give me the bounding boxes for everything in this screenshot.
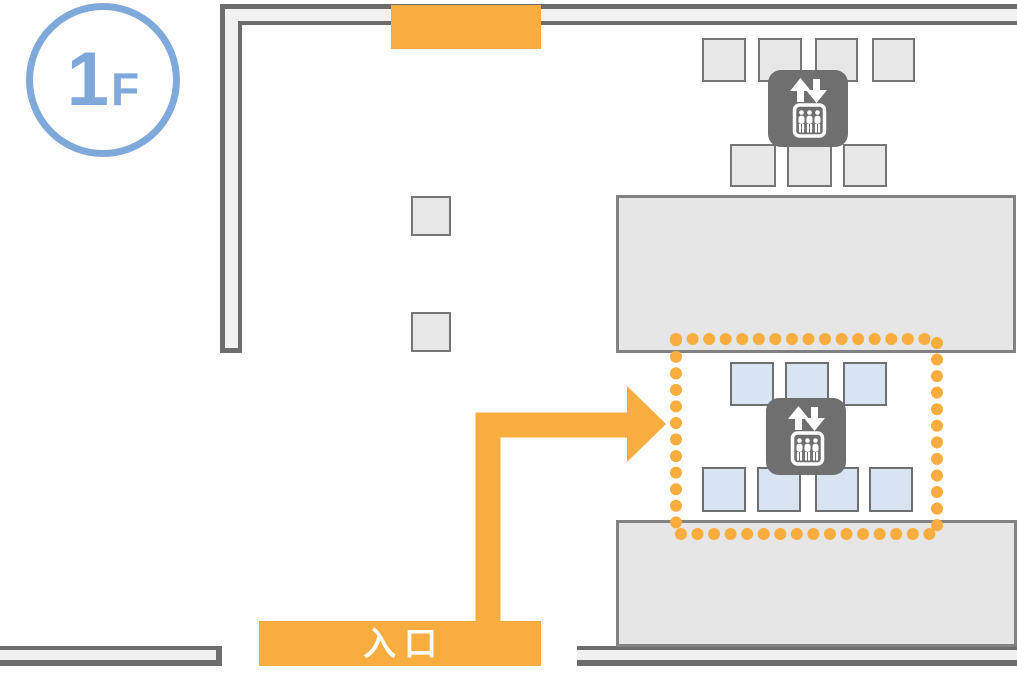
top-landmark-block: [391, 5, 541, 49]
elevator-icon: [766, 398, 846, 475]
fixture-marker: [411, 312, 451, 352]
floor-suffix: F: [111, 63, 140, 115]
fixture-marker: [411, 196, 451, 236]
wall-bottom-right: [577, 646, 1017, 666]
block-lower-right: [616, 520, 1017, 647]
fixture-marker: [702, 38, 746, 82]
fixture-marker: [787, 144, 832, 187]
fixture-marker: [730, 144, 776, 187]
elevator-icon: [768, 70, 848, 147]
highlight-fixture-marker: [869, 467, 913, 512]
floor-badge: 1 F: [26, 3, 180, 157]
entrance-label: 入口: [363, 625, 445, 662]
floor-number: 1: [66, 37, 110, 122]
highlight-fixture-marker: [843, 362, 887, 406]
fixture-marker: [872, 38, 915, 82]
entrance-banner: 入口: [259, 621, 541, 666]
wall-bottom-left: [0, 646, 222, 666]
fixture-marker: [843, 144, 887, 187]
highlight-fixture-marker: [702, 467, 746, 512]
highlight-fixture-marker: [730, 362, 774, 406]
block-upper-right: [616, 195, 1016, 353]
